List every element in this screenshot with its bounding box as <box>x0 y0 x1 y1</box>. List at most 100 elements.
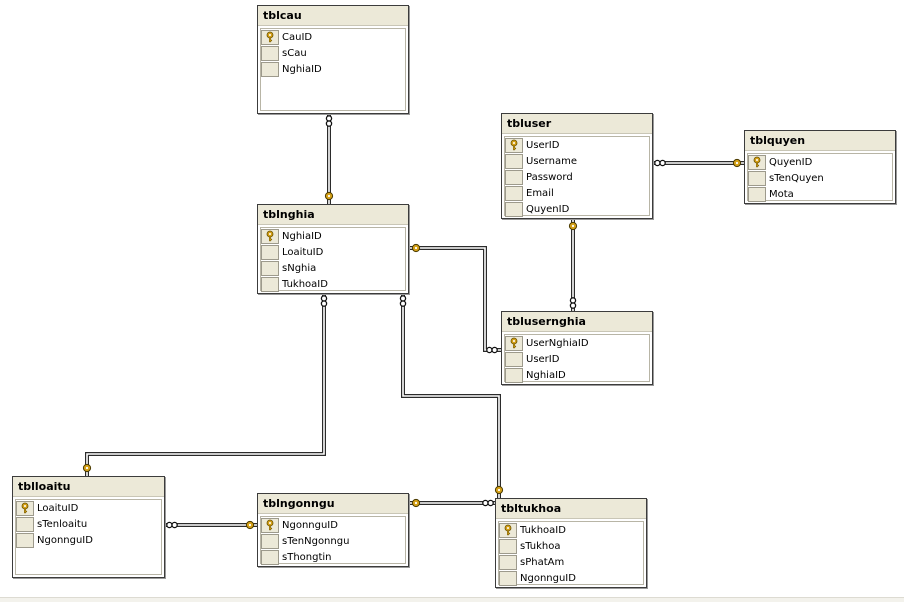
infinity-icon <box>482 499 494 507</box>
table-title[interactable]: tblusernghia <box>502 312 652 332</box>
column-row[interactable]: sTenloaitu <box>16 516 161 532</box>
column-row[interactable]: TukhoaID <box>499 522 643 538</box>
column-list: UserNghiaID UserID NghiaID <box>504 334 650 383</box>
row-selector[interactable] <box>261 244 279 260</box>
column-row[interactable]: NgonnguID <box>16 532 161 548</box>
row-selector-key[interactable] <box>261 29 279 45</box>
table-title[interactable]: tbltukhoa <box>496 499 646 519</box>
column-row[interactable]: UserID <box>505 351 649 367</box>
column-name: sTukhoa <box>520 540 561 552</box>
column-row[interactable]: sPhatAm <box>499 554 643 570</box>
row-selector-key[interactable] <box>261 517 279 533</box>
column-name: QuyenID <box>526 203 570 215</box>
row-selector-key[interactable] <box>16 500 34 516</box>
column-row[interactable]: TukhoaID <box>261 276 405 292</box>
row-selector[interactable] <box>499 554 517 570</box>
row-selector-key[interactable] <box>748 154 766 170</box>
relationship-tblnghia-tbltukhoa[interactable] <box>399 294 504 498</box>
row-selector[interactable] <box>16 516 34 532</box>
row-selector-key[interactable] <box>505 335 523 351</box>
column-name: LoaituID <box>282 246 324 258</box>
column-row[interactable]: sTenQuyen <box>748 170 892 186</box>
row-selector[interactable] <box>505 185 523 201</box>
column-row[interactable]: sNghia <box>261 260 405 276</box>
column-row[interactable]: Email <box>505 185 649 201</box>
row-selector[interactable] <box>748 170 766 186</box>
row-selector[interactable] <box>261 533 279 549</box>
column-row[interactable]: sCau <box>261 45 405 61</box>
key-icon <box>324 191 334 201</box>
relationship-tblloaitu-tblngonngu[interactable] <box>165 520 257 530</box>
row-selector[interactable] <box>261 45 279 61</box>
row-selector[interactable] <box>748 186 766 202</box>
table-title[interactable]: tblquyen <box>745 131 895 151</box>
column-row[interactable]: UserNghiaID <box>505 335 649 351</box>
key-icon <box>508 337 520 349</box>
row-selector[interactable] <box>261 549 279 565</box>
row-selector[interactable] <box>261 260 279 276</box>
table-title[interactable]: tbluser <box>502 114 652 134</box>
column-row[interactable]: LoaituID <box>261 244 405 260</box>
column-row[interactable]: QuyenID <box>748 154 892 170</box>
column-row[interactable]: sThongtin <box>261 549 405 565</box>
column-row[interactable]: LoaituID <box>16 500 161 516</box>
key-icon <box>82 463 92 473</box>
column-name: sTenNgonngu <box>282 535 350 547</box>
row-selector-key[interactable] <box>505 137 523 153</box>
relationship-tblusernghia-tblnghia[interactable] <box>409 243 501 354</box>
relationship-tbluser-tblquyen[interactable] <box>653 158 744 168</box>
column-row[interactable]: Username <box>505 153 649 169</box>
column-row[interactable]: QuyenID <box>505 201 649 217</box>
row-selector[interactable] <box>505 201 523 217</box>
key-icon <box>264 31 276 43</box>
row-selector[interactable] <box>261 276 279 292</box>
row-selector[interactable] <box>505 367 523 383</box>
key-icon <box>264 519 276 531</box>
column-row[interactable]: sTenNgonngu <box>261 533 405 549</box>
row-selector-key[interactable] <box>261 228 279 244</box>
row-selector[interactable] <box>16 532 34 548</box>
key-icon <box>732 158 742 168</box>
table-title[interactable]: tblnghia <box>258 205 408 225</box>
column-name: QuyenID <box>769 156 813 168</box>
row-selector[interactable] <box>499 538 517 554</box>
column-row[interactable]: CauID <box>261 29 405 45</box>
row-selector[interactable] <box>499 570 517 586</box>
row-selector[interactable] <box>505 351 523 367</box>
column-row[interactable]: NghiaID <box>261 61 405 77</box>
infinity-icon <box>325 115 333 127</box>
column-name: NgonnguID <box>37 534 93 546</box>
table-title[interactable]: tblloaitu <box>13 477 164 497</box>
row-selector[interactable] <box>505 169 523 185</box>
relationship-tbltukhoa-tblngonngu[interactable] <box>409 498 495 508</box>
row-selector[interactable] <box>505 153 523 169</box>
column-name: UserID <box>526 139 560 151</box>
column-row[interactable]: NghiaID <box>505 367 649 383</box>
table-title[interactable]: tblcau <box>258 6 408 26</box>
column-name: UserID <box>526 353 560 365</box>
relationship-tblusernghia-tbluser[interactable] <box>568 219 578 311</box>
column-row[interactable]: UserID <box>505 137 649 153</box>
column-row[interactable]: Password <box>505 169 649 185</box>
relationship-tblnghia-tblloaitu[interactable] <box>82 294 328 476</box>
column-row[interactable]: Mota <box>748 186 892 202</box>
infinity-icon <box>486 346 498 354</box>
column-row[interactable]: NgonnguID <box>499 570 643 586</box>
relationship-tblcau-tblnghia[interactable] <box>324 114 334 204</box>
table-title[interactable]: tblngonngu <box>258 494 408 514</box>
column-row[interactable]: NghiaID <box>261 228 405 244</box>
row-selector[interactable] <box>261 61 279 77</box>
column-row[interactable]: NgonnguID <box>261 517 405 533</box>
row-selector-key[interactable] <box>499 522 517 538</box>
column-row[interactable]: sTukhoa <box>499 538 643 554</box>
